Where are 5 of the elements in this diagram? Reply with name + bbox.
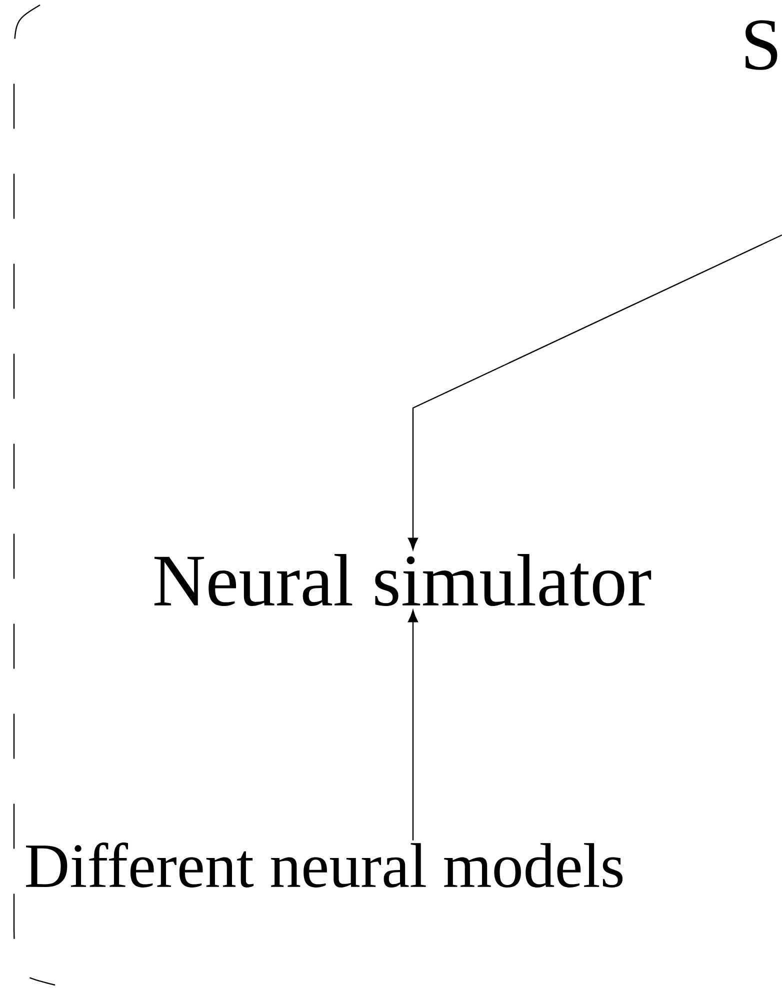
node-text: Different neural models	[26, 842, 623, 888]
arrow	[408, 610, 418, 840]
node-text: Neural simulator	[154, 554, 652, 606]
heading-text: S	[746, 20, 778, 70]
arrow	[408, 234, 782, 550]
